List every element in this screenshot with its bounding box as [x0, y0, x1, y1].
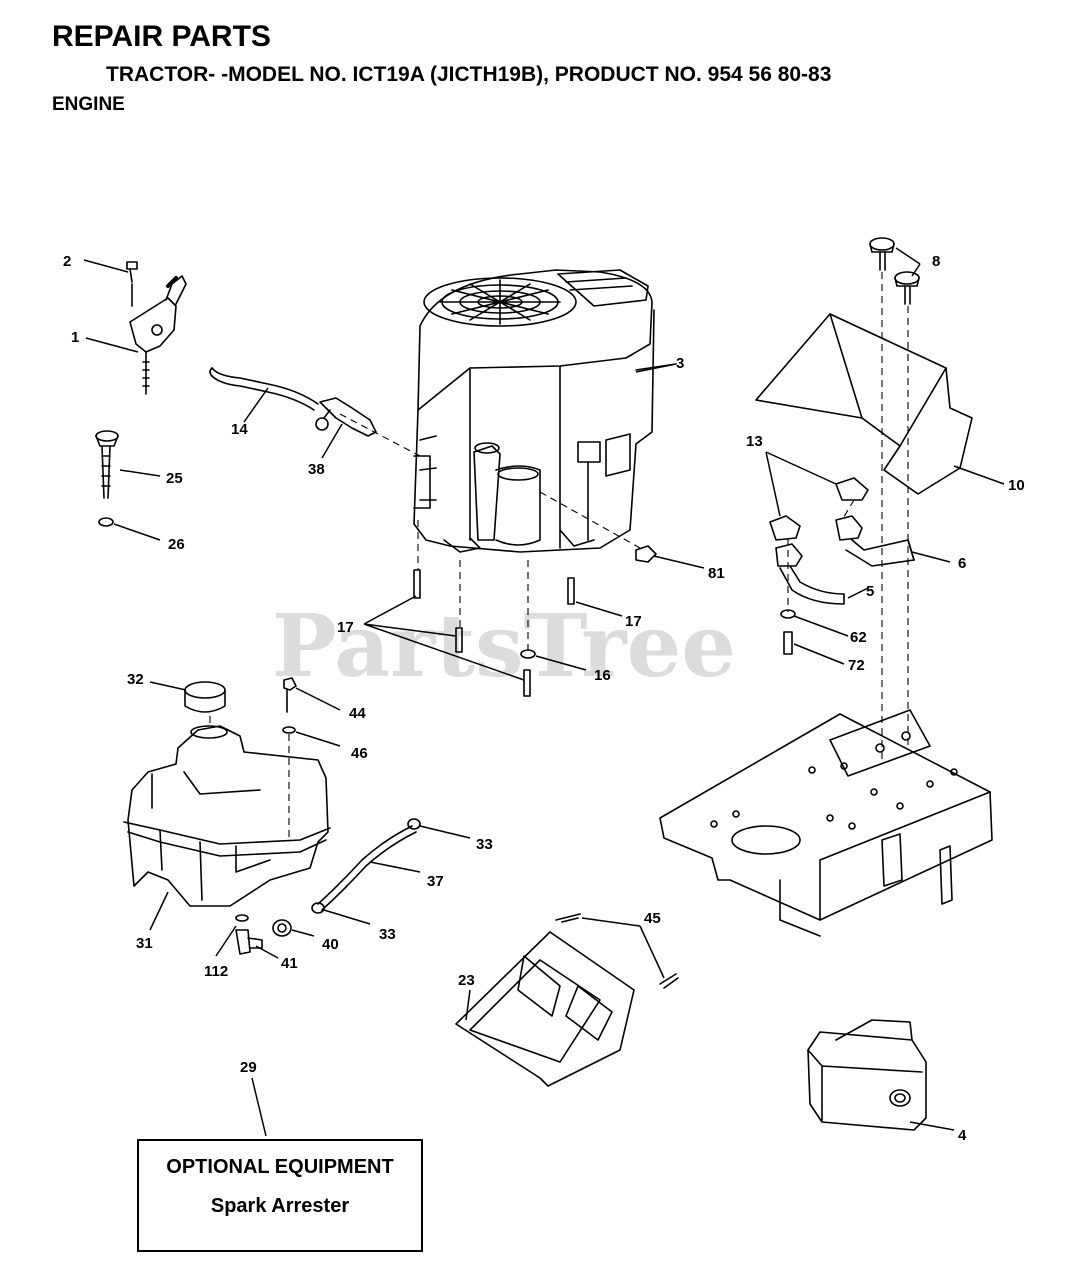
exhaust-bolt-part [780, 609, 796, 655]
callout-41: 41 [281, 955, 298, 972]
optional-equipment-title: OPTIONAL EQUIPMENT [166, 1156, 394, 1178]
fuel-line-part [209, 367, 319, 411]
throttle-control-part [126, 261, 187, 395]
watermark: PartsTree [272, 596, 736, 697]
callout-8: 8 [932, 253, 940, 270]
callout-26: 26 [168, 536, 185, 553]
callout-31: 31 [136, 935, 153, 952]
callout-23: 23 [458, 972, 475, 989]
chassis-frame-part [659, 709, 993, 937]
callout-72: 72 [848, 657, 865, 674]
callout-33-lower: 33 [379, 926, 396, 943]
callout-38: 38 [308, 461, 325, 478]
page-title: REPAIR PARTS [52, 20, 271, 53]
callout-46: 46 [351, 745, 368, 762]
callout-62: 62 [850, 629, 867, 646]
muffler-part [807, 1019, 927, 1131]
callout-44: 44 [349, 705, 366, 722]
callout-5: 5 [866, 583, 874, 600]
exhaust-pipe-part [775, 515, 915, 605]
exhaust-gasket-part [769, 477, 869, 541]
page-subtitle: TRACTOR- -MODEL NO. ICT19A (JICTH19B), P… [106, 63, 832, 86]
dipstick-part [95, 430, 119, 527]
callout-40: 40 [322, 936, 339, 953]
shoulder-bolt-part [869, 237, 920, 305]
tank-screw-part [282, 677, 297, 734]
callout-10: 10 [1008, 477, 1025, 494]
callout-17-left: 17 [337, 619, 354, 636]
exhaust-deflector-part [755, 313, 973, 495]
fuel-tank-part [123, 725, 331, 907]
callout-4: 4 [958, 1127, 967, 1144]
callout-112: 112 [204, 963, 228, 980]
callout-25: 25 [166, 470, 183, 487]
engine-part [413, 269, 677, 553]
optional-equipment-item: Spark Arrester [210, 1195, 350, 1217]
callout-37: 37 [427, 873, 444, 890]
callout-3: 3 [676, 355, 684, 372]
optional-equipment-box: OPTIONAL EQUIPMENT Spark Arrester [137, 1139, 423, 1252]
callout-1: 1 [71, 329, 79, 346]
callout-13: 13 [746, 433, 763, 450]
callout-6: 6 [958, 555, 966, 572]
fuel-valve-part [235, 914, 292, 955]
callout-29: 29 [240, 1059, 257, 1076]
callout-32: 32 [127, 671, 144, 688]
callout-16: 16 [594, 667, 611, 684]
callout-81: 81 [708, 565, 725, 582]
fuel-cap-part [184, 681, 226, 713]
callout-14: 14 [231, 421, 248, 438]
callout-17-right: 17 [625, 613, 642, 630]
section-label: ENGINE [52, 94, 125, 115]
callout-2: 2 [63, 253, 71, 270]
fuel-hose-part [311, 818, 421, 914]
nut-part [635, 545, 657, 563]
heat-shield-part [455, 913, 679, 1087]
callout-45: 45 [644, 910, 661, 927]
callout-33-upper: 33 [476, 836, 493, 853]
fuel-fitting-part [315, 397, 377, 437]
